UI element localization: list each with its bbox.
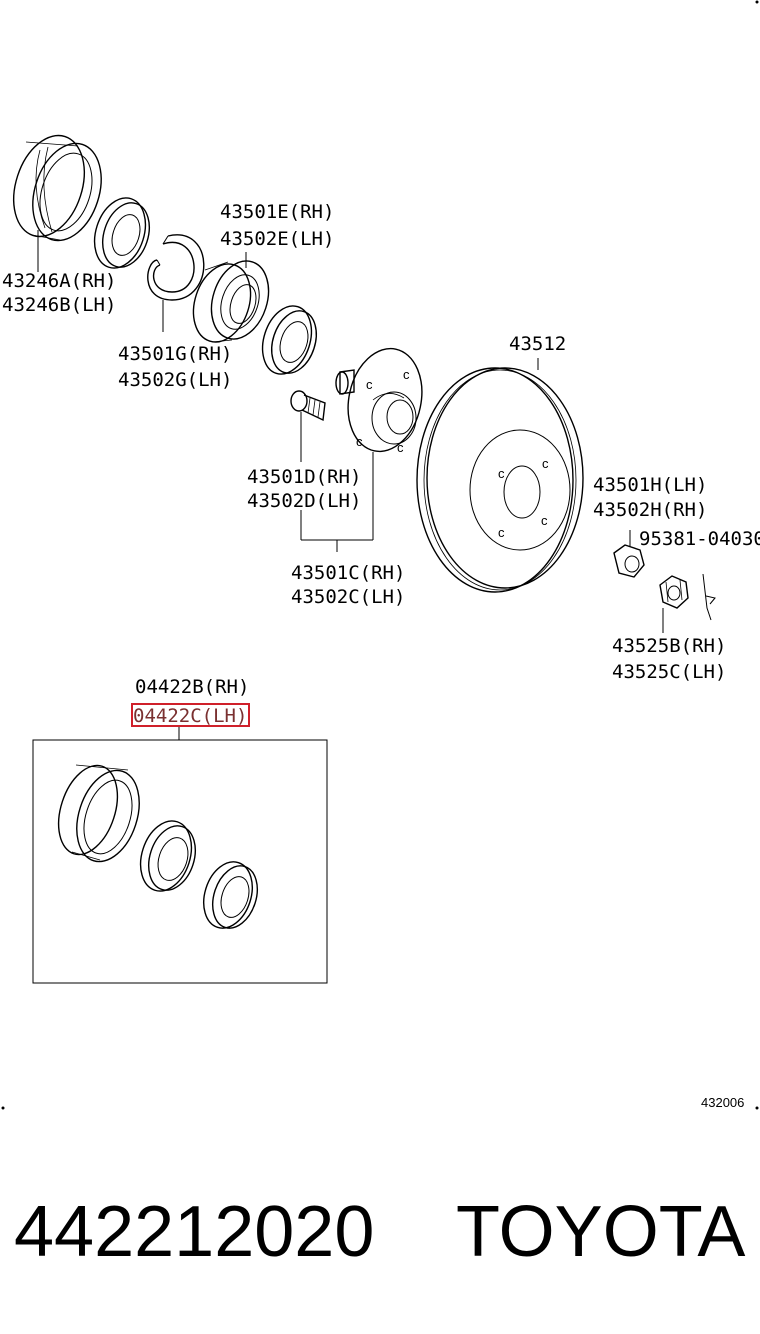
cotter-pin-drawing [702, 573, 716, 621]
label-95381: 95381-04030 [639, 528, 760, 550]
svg-text:c: c [403, 367, 410, 382]
label-43502e: 43502E(LH) [220, 228, 334, 250]
svg-text:c: c [397, 440, 404, 455]
label-43502h: 43502H(RH) [593, 499, 707, 521]
inner-oil-seal-drawing [261, 305, 317, 375]
label-43246a: 43246A(RH) [2, 270, 116, 292]
label-04422b: 04422B(RH) [135, 676, 249, 698]
svg-text:c: c [366, 377, 373, 392]
label-43525b: 43525B(RH) [612, 635, 726, 657]
dust-deflector-drawing [13, 134, 102, 242]
label-43512: 43512 [509, 333, 566, 355]
registration-marks [1, 0, 759, 1110]
part-number: 442212020 [14, 1192, 374, 1272]
castle-nut-drawing [659, 575, 689, 609]
svg-text:c: c [541, 513, 548, 528]
label-43501h: 43501H(LH) [593, 474, 707, 496]
label-43501d: 43501D(RH) [247, 466, 361, 488]
label-43501c: 43501C(RH) [291, 562, 405, 584]
label-43502c: 43502C(LH) [291, 586, 405, 608]
bearing-drawing [192, 260, 270, 343]
snap-ring-drawing [147, 234, 205, 301]
svg-text:c: c [542, 456, 549, 471]
svg-text:c: c [498, 525, 505, 540]
label-43501g: 43501G(RH) [118, 343, 232, 365]
label-43246b: 43246B(LH) [2, 294, 116, 316]
highlight-box [131, 703, 250, 727]
label-43502g: 43502G(LH) [118, 369, 232, 391]
hub-bolt-drawing [290, 390, 326, 422]
kit-contents-drawing [57, 764, 258, 929]
figure-code: 432006 [701, 1095, 744, 1110]
label-43502d: 43502D(LH) [247, 490, 361, 512]
label-43501e: 43501E(RH) [220, 201, 334, 223]
kit-box [32, 739, 328, 984]
brand-name: TOYOTA [456, 1192, 745, 1272]
label-43525c: 43525C(LH) [612, 661, 726, 683]
brake-disc-drawing: c c c c [416, 367, 584, 593]
svg-text:c: c [356, 434, 363, 449]
label-04422c[interactable]: 04422C(LH) [133, 705, 247, 727]
svg-text:c: c [498, 466, 505, 481]
nut-drawing [613, 530, 645, 578]
axle-hub-drawing: c c c c [335, 347, 423, 455]
oil-seal-drawing [93, 197, 150, 269]
